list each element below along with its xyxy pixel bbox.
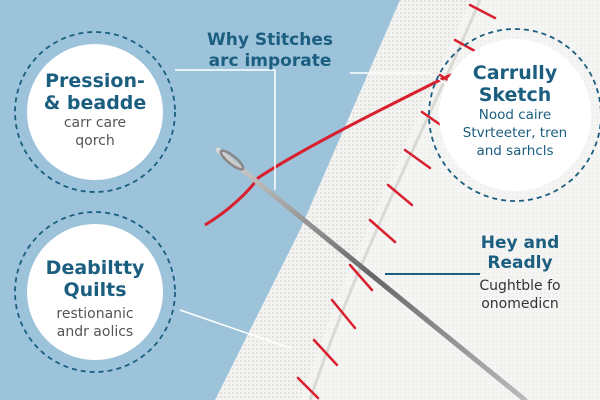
callout-deabiltty: Deabiltty Quilts restionanic andr aolics [20,257,170,341]
callout-heading: Quilts [63,279,127,301]
callout-text: restionanic [56,306,134,322]
callout-text: and sarhcls [476,143,554,159]
callout-text: onomedicn [481,296,559,312]
callout-heading: Carrully [472,62,558,84]
callout-heading: Deabiltty [45,257,145,279]
callout-circles [14,28,600,373]
callout-hey-and-ready: Hey and Readly Cughtble fo onomedicn [445,233,595,313]
callout-heading: & beadde [43,92,147,114]
needle [215,147,528,400]
callout-text: Nood caire [478,107,552,123]
callout-heading: Hey and [480,233,560,253]
callout-text: andr aolics [56,324,134,340]
callout-text: Cughtble fo [479,278,561,294]
title-line-1: Why Stitches [206,30,333,50]
callout-heading: Sketch [478,84,552,106]
callout-text: qorch [75,133,115,149]
title-line-2: arc imporate [208,51,332,71]
callout-heading: Readly [487,253,553,273]
page-title: Why Stitches arc imporate [180,30,360,72]
callout-heading: Pression- [45,70,145,92]
callout-text: Stvrteeter, tren [462,125,568,141]
callout-carrully: Carrully Sketch Nood caire Stvrteeter, t… [440,62,590,160]
callout-pression: Pression- & beadde carr care qorch [20,70,170,150]
callout-text: carr care [63,115,127,131]
